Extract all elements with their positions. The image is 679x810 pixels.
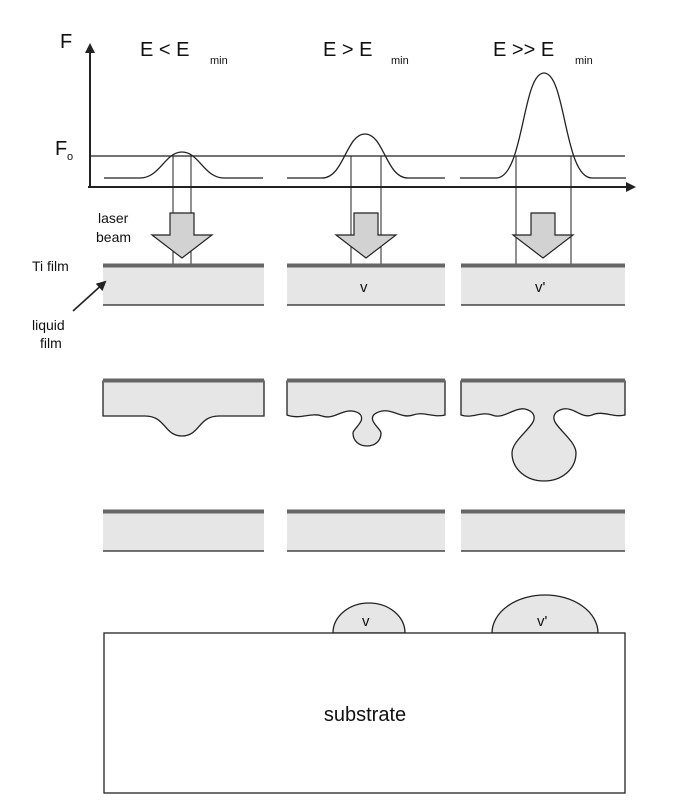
- laser-beam-arrow-low: [150, 212, 214, 259]
- laser-beam-arrow-medium: [334, 212, 398, 259]
- threshold-subscript: o: [67, 151, 73, 163]
- condition-label-medium: E > E min: [323, 39, 409, 67]
- condition-label-low: E < E min: [140, 39, 228, 67]
- fluence-plot: F F o: [55, 31, 636, 192]
- laser-beam-label-line2: beam: [96, 229, 131, 245]
- liquid-film-pointer: [72, 280, 107, 312]
- droplet-small-label: v: [362, 613, 370, 630]
- substrate-label: substrate: [324, 704, 406, 726]
- volume-label-high: v': [535, 279, 546, 296]
- laser-beam-arrow-high: [511, 212, 575, 259]
- droplet-large-label: v': [537, 613, 548, 630]
- pulse-profile-low: [104, 151, 263, 179]
- condition-label-high: E >> E min: [493, 39, 593, 67]
- y-axis-label: F: [60, 31, 72, 53]
- volume-label-medium: v: [360, 279, 368, 296]
- svg-text:min: min: [575, 55, 593, 67]
- film-stack-row1: [103, 263, 625, 306]
- svg-text:E >> E: E >> E: [493, 39, 554, 61]
- laser-beam-label-line1: laser: [98, 210, 129, 226]
- svg-text:E > E: E > E: [323, 39, 372, 61]
- liquid-film-label-line2: film: [40, 335, 62, 351]
- pulse-profile-medium: [287, 133, 445, 179]
- ti-film-label: Ti film: [32, 258, 69, 274]
- liquid-jet-medium: [286, 380, 446, 447]
- liquid-bulge-low: [102, 380, 265, 437]
- svg-text:min: min: [391, 55, 409, 67]
- droplet-small: [332, 602, 406, 634]
- svg-text:min: min: [210, 55, 228, 67]
- substrate-block: [103, 632, 626, 794]
- liquid-jet-high: [460, 380, 626, 482]
- jet-formation-row: [102, 378, 626, 482]
- liquid-film-label-line1: liquid: [32, 317, 65, 333]
- threshold-label: F: [55, 138, 67, 160]
- svg-text:E < E: E < E: [140, 39, 189, 61]
- droplet-large: [491, 594, 599, 634]
- film-stack-row3: [103, 509, 625, 552]
- pulse-profile-high: [460, 72, 626, 179]
